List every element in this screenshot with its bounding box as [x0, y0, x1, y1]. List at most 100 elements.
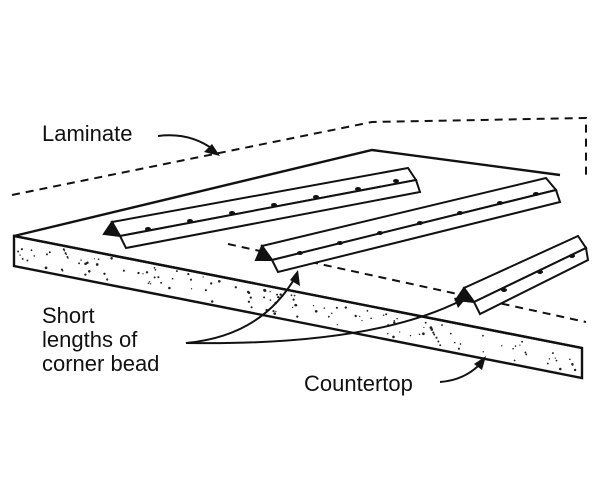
edge-speck — [17, 250, 20, 253]
edge-speck — [482, 351, 484, 353]
edge-speck — [157, 276, 160, 279]
edge-speck — [432, 331, 435, 334]
edge-speck — [210, 300, 214, 303]
edge-speck — [331, 312, 333, 315]
edge-speck — [218, 280, 221, 283]
edge-speck — [441, 324, 443, 326]
edge-speck — [392, 335, 395, 339]
edge-speck — [290, 294, 293, 297]
edge-speck — [459, 343, 462, 345]
edge-speck — [20, 248, 23, 251]
edge-speck — [110, 257, 113, 260]
edge-speck — [273, 312, 277, 315]
edge-speck — [26, 259, 29, 262]
edge-speck — [430, 328, 434, 331]
edge-speck — [482, 334, 484, 337]
edge-speck — [95, 263, 99, 266]
edge-speck — [263, 288, 266, 292]
edge-speck — [202, 276, 204, 278]
edge-speck — [84, 273, 87, 276]
edge-speck — [44, 266, 48, 270]
edge-speck — [247, 300, 251, 303]
edge-speck — [97, 258, 100, 261]
edge-speck — [175, 270, 178, 273]
edge-speck — [86, 261, 89, 265]
edge-speck — [234, 286, 237, 289]
edge-speck — [335, 306, 338, 309]
edge-speck — [424, 321, 427, 324]
edge-speck — [548, 358, 551, 360]
edge-speck — [122, 269, 125, 272]
edge-speck — [21, 257, 24, 260]
edge-speck — [385, 313, 388, 316]
edge-speck — [418, 333, 421, 336]
edge-speck — [525, 353, 528, 356]
edge-speck — [524, 351, 527, 354]
countertop-arrowhead — [474, 356, 486, 370]
edge-speck — [160, 281, 163, 284]
laminate-arrowhead — [204, 144, 220, 156]
edge-speck — [359, 315, 361, 318]
edge-speck — [149, 283, 152, 285]
edge-speck — [93, 258, 96, 260]
edge-speck — [65, 253, 67, 256]
edge-speck — [393, 321, 396, 324]
countertop-edge-texture — [17, 248, 577, 372]
edge-speck — [62, 248, 65, 251]
edge-speck — [46, 253, 48, 256]
edge-speck — [48, 251, 51, 254]
corner-bead-label-line-2: lengths of — [42, 327, 138, 352]
edge-speck — [571, 364, 574, 366]
edge-speck — [354, 314, 357, 318]
edge-speck — [204, 289, 207, 292]
countertop-slab — [12, 148, 584, 380]
edge-speck — [336, 324, 338, 326]
edge-speck — [291, 306, 294, 309]
corner-bead-label: Short lengths of corner bead — [42, 304, 159, 376]
edge-speck — [189, 278, 193, 281]
edge-speck — [514, 345, 517, 347]
edge-speck — [153, 267, 156, 269]
edge-speck — [296, 315, 299, 318]
edge-speck — [409, 334, 412, 337]
edge-speck — [433, 333, 436, 336]
edge-speck — [573, 368, 577, 372]
edge-speck — [551, 352, 554, 355]
laminate-leader — [157, 134, 215, 151]
arrowheads — [204, 144, 486, 370]
edge-speck — [78, 262, 81, 265]
corner-bead-label-line-3: corner bead — [42, 351, 160, 376]
edge-speck — [393, 319, 395, 322]
edge-speck — [344, 306, 347, 309]
corner-bead-label-line-1: Short — [42, 303, 95, 328]
edge-speck — [30, 249, 33, 252]
edge-speck — [66, 255, 69, 258]
edge-speck — [366, 309, 369, 312]
edge-speck — [147, 282, 150, 285]
edge-speck — [293, 294, 296, 297]
laminate-label: Laminate — [42, 121, 133, 146]
edge-speck — [148, 281, 151, 283]
edge-speck — [382, 314, 385, 316]
edge-speck — [435, 336, 438, 339]
countertop-label: Countertop — [304, 371, 413, 396]
edge-speck — [569, 358, 571, 361]
edge-speck — [513, 359, 516, 362]
edge-speck — [323, 307, 326, 309]
edge-speck — [422, 332, 425, 336]
edge-speck — [272, 310, 275, 313]
edge-speck — [279, 293, 282, 296]
corner-bead-2 — [254, 176, 562, 274]
edge-speck — [423, 326, 425, 329]
edge-speck — [292, 298, 295, 301]
edge-speck — [88, 270, 91, 273]
edge-speck — [145, 271, 149, 274]
edge-speck — [263, 296, 266, 299]
edge-speck — [154, 268, 157, 271]
edge-speck — [80, 259, 82, 261]
edge-speck — [554, 357, 556, 359]
edge-speck — [250, 306, 253, 309]
edge-speck — [437, 340, 440, 343]
